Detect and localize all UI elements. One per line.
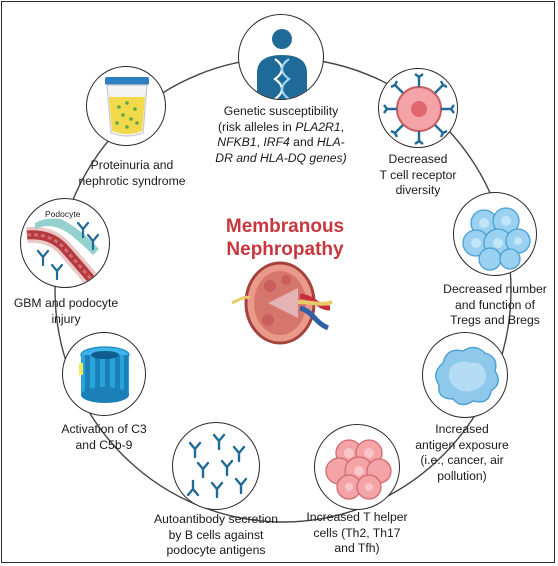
c3-line-1: Activation of C3: [61, 422, 147, 436]
diagram-title: Membranous Nephropathy: [190, 215, 380, 261]
thelper-line-1: Increased T helper: [306, 510, 408, 524]
tcr-line-1: Decreased: [388, 152, 448, 166]
genetic-line-4: DR and HLA-DQ genes): [215, 150, 347, 165]
gene-nfkb1: NFKB1: [217, 135, 257, 149]
proteinuria-line-1: Proteinuria and: [90, 158, 174, 172]
genetic-line-1: Genetic susceptibility: [223, 104, 339, 118]
genetic-line-2c: ,: [340, 119, 344, 134]
gene-pla2r1: PLA2R1: [295, 119, 341, 134]
t-helper-cells-icon: [325, 439, 392, 500]
urine-cup-icon: [105, 77, 149, 137]
t-cell-receptor-icon: [383, 73, 455, 145]
antigen-blob-icon: [435, 346, 499, 406]
tcr-line-2: T cell receptor: [379, 167, 457, 182]
autoab-line-2: by B cells against: [168, 527, 264, 542]
antigen-line-2: antigen exposure: [415, 437, 509, 452]
genetic-susceptibility-label: Genetic susceptibility (risk alleles in …: [198, 104, 364, 166]
antigen-line-4: pollution): [437, 468, 487, 483]
title-line-2: Nephropathy: [226, 239, 344, 260]
tcr-diversity-label: Decreased T cell receptor diversity: [358, 152, 478, 199]
autoab-line-3: podocyte antigens: [166, 543, 266, 557]
antigen-exposure-label: Increased antigen exposure (i.e., cancer…: [400, 422, 524, 484]
genetic-susceptibility-node: [238, 14, 324, 100]
autoantibody-label: Autoantibody secretion by B cells agains…: [138, 512, 294, 559]
genetic-line-3b: ,: [256, 135, 264, 149]
gene-hla: HLA-: [316, 135, 345, 149]
proteinuria-node: [86, 66, 166, 146]
tregs-bregs-label: Decreased number and function of Tregs a…: [434, 282, 556, 329]
complement-activation-label: Activation of C3 and C5b-9: [44, 422, 164, 453]
c3-line-2: and C5b-9: [75, 437, 133, 452]
podocyte-membrane-icon: [26, 218, 100, 285]
tcr-line-3: diversity: [395, 183, 441, 197]
antigen-line-3: (i.e., cancer, air: [420, 453, 504, 467]
regulatory-cells-icon: [462, 207, 531, 271]
gbm-podocyte-injury-node: Podocyte: [20, 198, 110, 288]
antigen-exposure-node: [422, 332, 508, 418]
gene-irf4: IRF4: [263, 135, 290, 149]
tregs-line-3: Tregs and Bregs: [450, 313, 540, 327]
genetic-line-3d: and: [289, 135, 317, 149]
genetic-line-2a: (risk alleles in: [217, 119, 296, 134]
autoab-line-1: Autoantibody secretion: [154, 512, 278, 526]
kidney-illustration: [231, 261, 333, 345]
podocyte-tag: Podocyte: [45, 209, 81, 219]
proteinuria-line-2: nephrotic syndrome: [78, 173, 186, 188]
t-helper-node: [314, 424, 400, 510]
title-line-1: Membranous: [225, 216, 345, 237]
gbm-podocyte-injury-label: GBM and podocyte injury: [0, 296, 132, 327]
antigen-line-1: Increased: [435, 422, 489, 436]
autoantibody-node: [172, 422, 260, 510]
person-dna-icon: [257, 29, 307, 99]
tregs-line-2: and function of: [455, 297, 535, 312]
gbm-line-1: GBM and podocyte: [13, 296, 119, 310]
gbm-line-2: injury: [51, 311, 81, 326]
tregs-line-1: Decreased number: [443, 282, 547, 296]
tcr-diversity-node: [378, 68, 458, 148]
t-helper-label: Increased T helper cells (Th2, Th17 and …: [296, 510, 418, 557]
complement-pore-icon: [79, 346, 130, 403]
thelper-line-2: cells (Th2, Th17: [313, 525, 401, 540]
proteinuria-label: Proteinuria and nephrotic syndrome: [66, 158, 198, 189]
tregs-bregs-node: [453, 192, 537, 276]
complement-activation-node: [62, 332, 146, 416]
thelper-line-3: and Tfh): [334, 541, 380, 555]
antibodies-icon: [186, 433, 248, 499]
